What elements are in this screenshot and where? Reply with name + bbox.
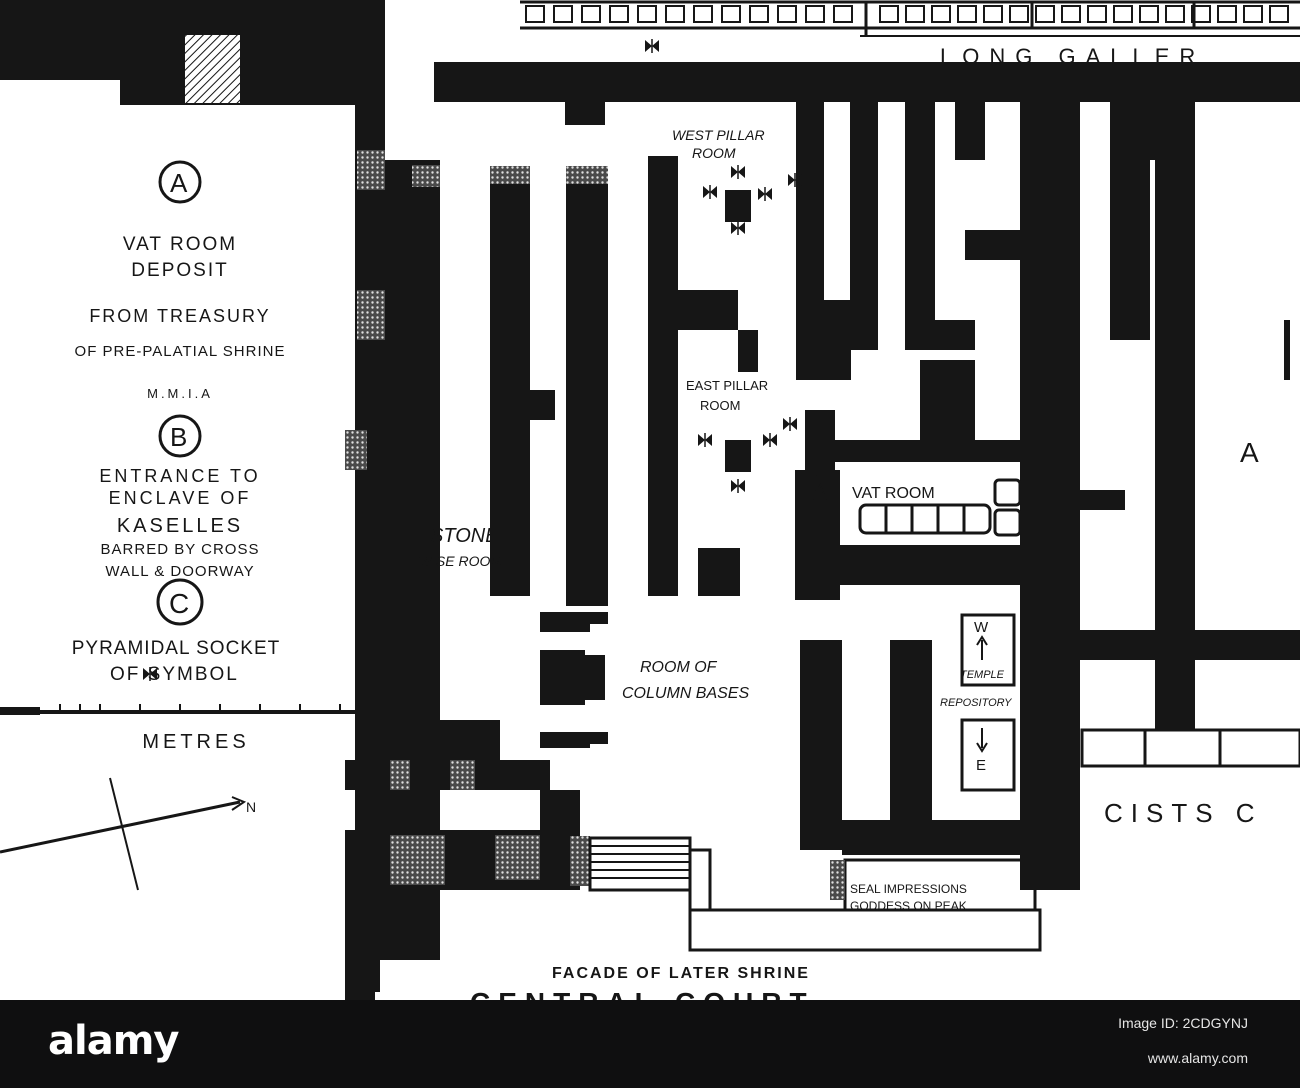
legend-b-circle-icon <box>158 414 202 458</box>
scale-unit-label: METRES <box>142 731 249 753</box>
right-letter: A <box>1240 437 1259 468</box>
north-arrow-icon <box>0 777 247 891</box>
goddess-on-peak-label: GODDESS ON PEAK <box>850 899 967 913</box>
room-of-column-bases-sub: COLUMN BASES <box>622 685 749 702</box>
east-pillar-room-sub: ROOM <box>700 398 740 413</box>
scale-bar <box>0 704 400 715</box>
marker-a: A <box>814 481 825 498</box>
legend-b-line-5: WALL & DOORWAY <box>105 563 254 580</box>
site-plan-map: LONG GALLER <box>0 0 1300 1000</box>
west-marker: W <box>974 619 989 636</box>
legend-a-line-4: OF PRE-PALATIAL SHRINE <box>75 343 286 360</box>
repository-label: REPOSITORY <box>940 697 1012 709</box>
legend-a-line-5: M.M.I.A <box>147 386 213 401</box>
legend-b-line-1: ENTRANCE TO <box>99 466 260 486</box>
plan-labels: WEST PILLAR ROOM EAST PILLAR ROOM A VAT … <box>418 127 1290 1000</box>
legend-a-circle-icon <box>158 160 202 204</box>
west-pillar-room-sub: ROOM <box>692 145 736 161</box>
marker-a-icon <box>807 475 833 501</box>
legend-c-line-1: PYRAMIDAL SOCKET <box>72 638 281 659</box>
vat-room-label: VAT ROOM <box>852 485 935 502</box>
stone-vase-room-label: STONE <box>430 525 499 547</box>
cists-label: CISTS C <box>1104 798 1263 828</box>
legend-a-line-3: FROM TREASURY <box>89 306 270 326</box>
image-id: Image ID: 2CDGYNJ <box>1118 1015 1248 1031</box>
legend-c-line-2: OF SYMBOL <box>110 664 239 685</box>
legend-c-circle-icon <box>156 578 204 626</box>
seal-impressions-label: SEAL IMPRESSIONS <box>850 882 967 896</box>
legend-b-line-4: BARRED BY CROSS <box>101 541 260 558</box>
room-of-column-bases-label: ROOM OF <box>640 659 718 676</box>
stone-vase-room-sub: VASE ROOM <box>418 553 502 569</box>
legend-b-line-2: ENCLAVE OF <box>109 488 252 508</box>
site-url: www.alamy.com <box>1147 1050 1248 1066</box>
east-marker: E <box>976 757 986 774</box>
legend-b-symbol: B <box>170 422 187 452</box>
legend-a-line-2: DEPOSIT <box>131 260 228 281</box>
east-pillar-room-label: EAST PILLAR <box>686 378 768 393</box>
temple-label: TEMPLE <box>960 669 1005 681</box>
legend-b-line-3: KASELLES <box>117 515 243 537</box>
legend: A VAT ROOM DEPOSIT FROM TREASURY OF PRE-… <box>0 160 400 891</box>
long-gallery-magazines <box>520 0 1300 37</box>
legend-a-line-1: VAT ROOM <box>123 234 237 255</box>
watermark-footer: alamy Image ID: 2CDGYNJ www.alamy.com <box>0 1000 1300 1088</box>
alamy-logo: alamy <box>48 1018 179 1064</box>
legend-c-symbol: C <box>169 588 189 619</box>
walls <box>0 0 1300 1000</box>
double-axe-icon <box>644 38 660 54</box>
legend-a-symbol: A <box>170 168 188 198</box>
central-court-label: CENTRAL COURT <box>470 987 815 1000</box>
north-label: N <box>246 799 256 815</box>
west-pillar-room-label: WEST PILLAR <box>672 127 765 143</box>
alamy-wordmark: alamy <box>48 1018 179 1064</box>
facade-label: FACADE OF LATER SHRINE <box>552 965 810 982</box>
